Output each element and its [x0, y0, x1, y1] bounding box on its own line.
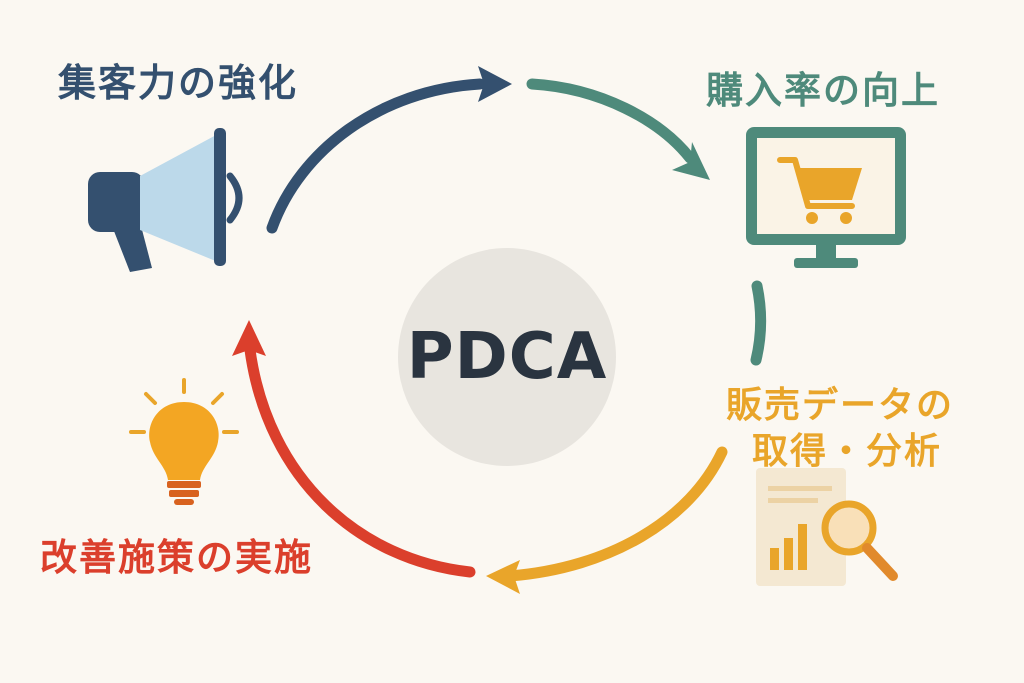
- arrow-teal: [526, 78, 710, 180]
- stage-label-top-left: 集客力の強化: [58, 61, 299, 105]
- center-circle: PDCA: [398, 248, 616, 466]
- arrow-teal-segment: [750, 280, 767, 366]
- stage-label-right-line1: 販売データの: [726, 385, 955, 426]
- stage-label-bottom-left: 改善施策の実施: [40, 536, 313, 579]
- center-title: PDCA: [406, 320, 608, 394]
- report-magnifier-icon: [756, 468, 898, 586]
- arrow-navy: [266, 66, 512, 234]
- monitor-cart-icon: [746, 127, 906, 268]
- arrow-red: [232, 320, 476, 578]
- stage-label-right-line2: 取得・分析: [752, 431, 943, 472]
- megaphone-icon: [88, 128, 243, 272]
- arrow-amber: [486, 446, 728, 594]
- stage-label-top-right: 購入率の向上: [706, 69, 940, 112]
- lightbulb-icon: [129, 378, 239, 505]
